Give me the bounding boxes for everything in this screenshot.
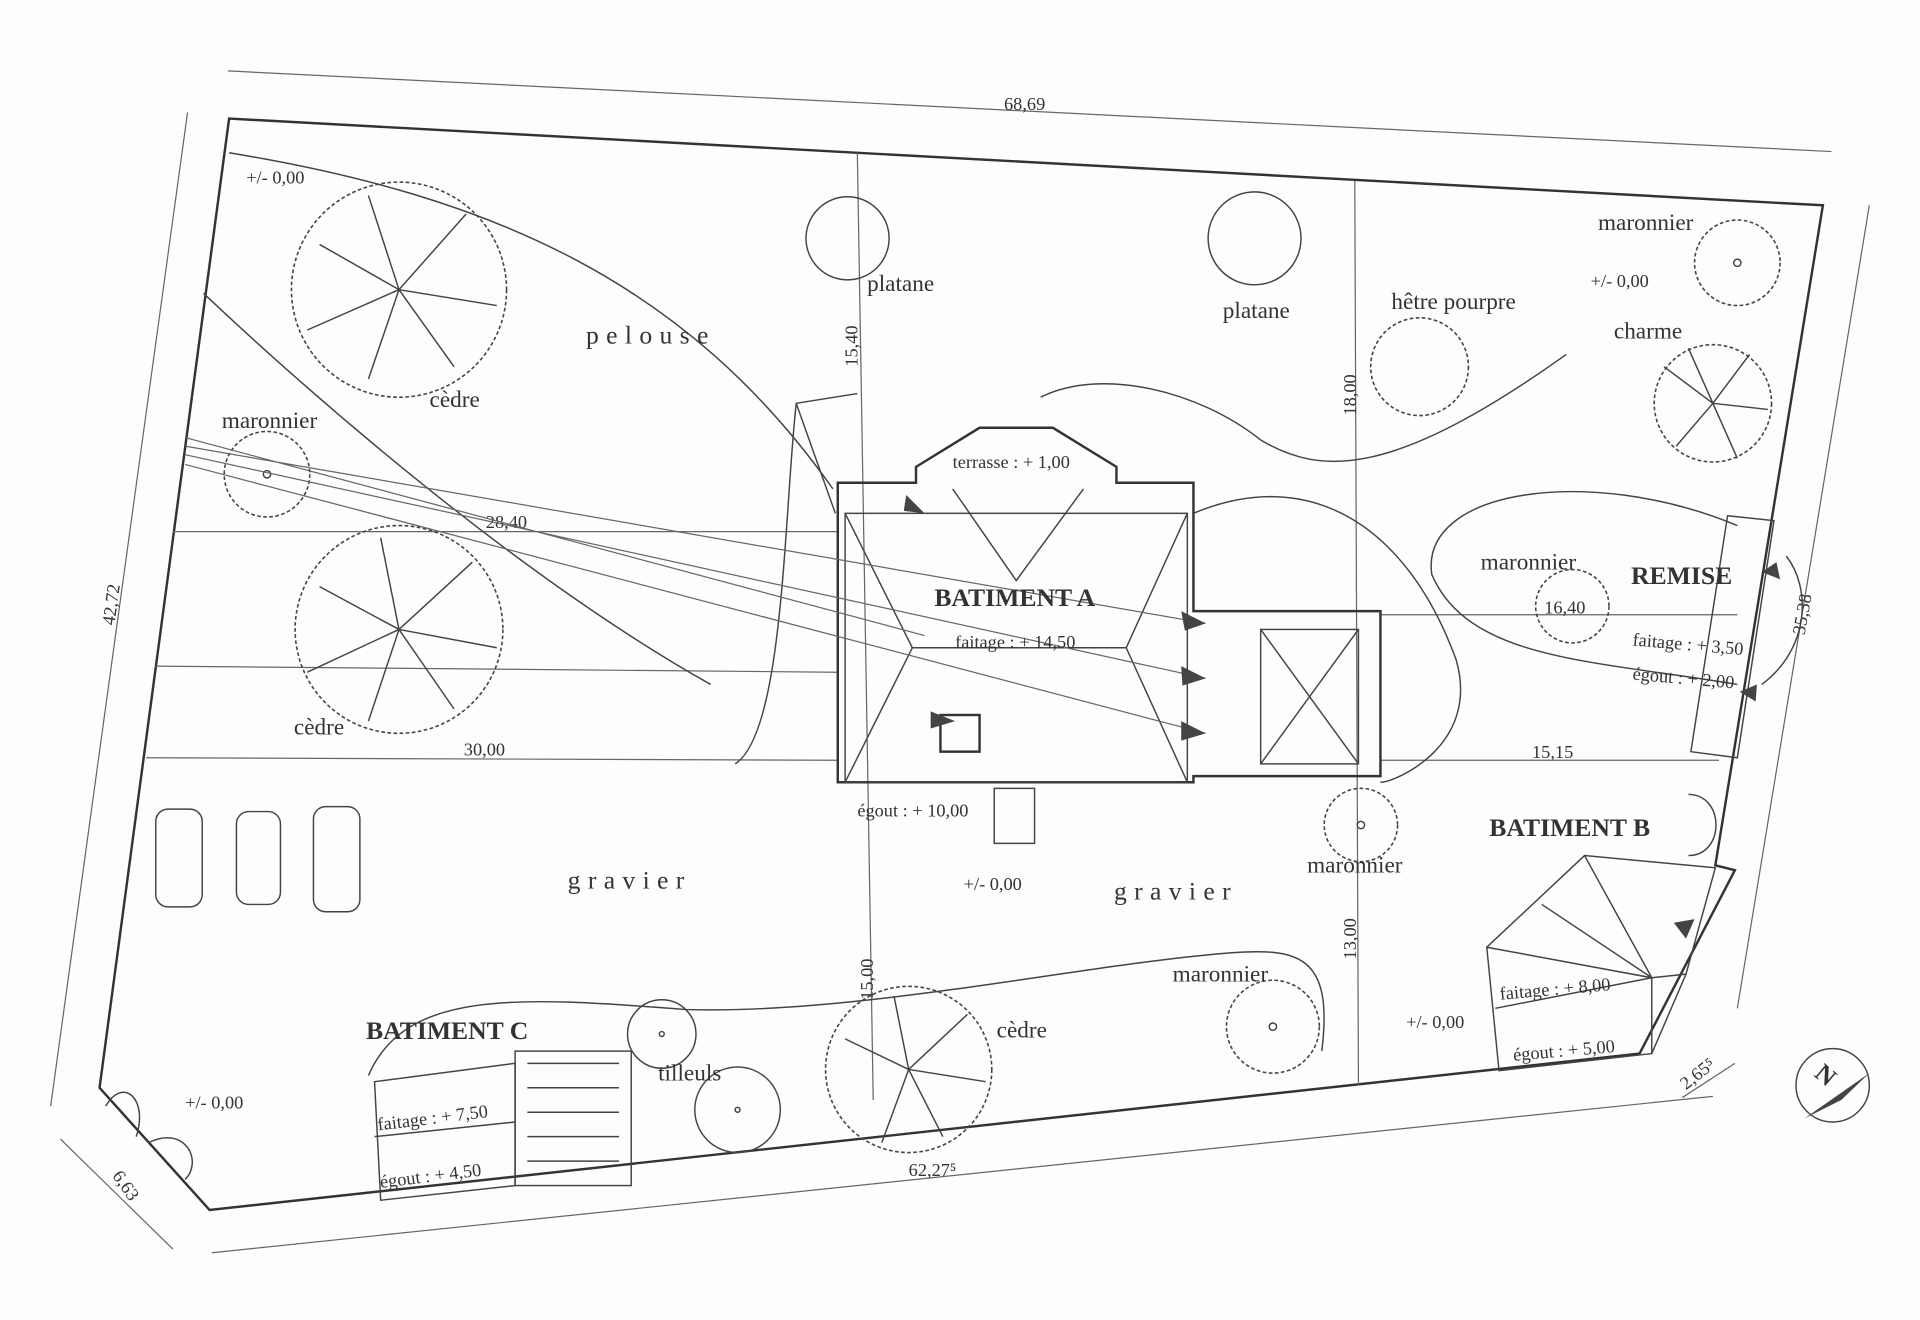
linden-tree-icon (694, 1066, 782, 1154)
chestnut-tree-icon (1323, 787, 1399, 863)
car-icon (312, 805, 361, 913)
tree-label: platane (867, 271, 934, 297)
remise-name: REMISE (1631, 561, 1732, 590)
building-b (1486, 793, 1717, 1072)
tree-label: cèdre (430, 387, 480, 413)
gravel-label: gravier (568, 866, 692, 895)
tree-label: maronnier (1481, 550, 1577, 576)
tree-label: cèdre (997, 1018, 1047, 1044)
level-top-left: +/- 0,00 (246, 167, 304, 187)
level-center: +/- 0,00 (964, 874, 1022, 894)
remise-egout: égout : + 2,00 (1632, 664, 1735, 693)
chestnut-tree-icon (1693, 219, 1781, 307)
trees (223, 181, 1781, 1154)
tree-label: maronnier (222, 408, 318, 434)
parked-cars (155, 805, 361, 913)
dim-13-00: 13,00 (1340, 918, 1360, 959)
building-c-egout: égout : + 4,50 (379, 1160, 483, 1192)
remise-building (1690, 514, 1803, 759)
cedar-tree-icon (290, 181, 508, 399)
building-b-egout: égout : + 5,00 (1512, 1036, 1615, 1065)
copper-beech-icon (1369, 316, 1470, 417)
chestnut-tree-icon (1225, 979, 1321, 1074)
level-bottom-left: +/- 0,00 (185, 1093, 243, 1113)
dim-corner-left: 6,63 (109, 1167, 144, 1205)
compass-label: N (1809, 1058, 1842, 1092)
tree-label: cèdre (294, 715, 344, 741)
level-bottom-right: +/- 0,00 (1406, 1012, 1464, 1032)
tree-label: tilleuls (658, 1060, 721, 1086)
car-icon (235, 810, 282, 906)
building-c-faitage: faitage : + 7,50 (376, 1101, 489, 1134)
building-c (105, 1050, 632, 1202)
plane-tree-icon (1207, 191, 1302, 286)
landscape-contours (202, 152, 1738, 1076)
building-b-name: BATIMENT B (1489, 813, 1650, 842)
building-a-faitage: faitage : + 14,50 (955, 632, 1075, 652)
building-a-name: BATIMENT A (934, 583, 1095, 612)
north-compass-icon: N (1795, 1047, 1871, 1123)
dim-15-15: 15,15 (1532, 742, 1573, 762)
car-icon (155, 808, 203, 908)
cedar-tree-icon (824, 985, 993, 1154)
dim-top: 68,69 (1004, 94, 1045, 114)
dim-15-40: 15,40 (841, 325, 861, 366)
dim-18-00: 18,00 (1340, 374, 1360, 415)
arrows (184, 436, 1206, 741)
tree-label: charme (1614, 319, 1682, 345)
building-a-egout: égout : + 10,00 (857, 800, 968, 820)
lawn-label: pelouse (586, 320, 716, 349)
cedar-tree-icon (294, 524, 504, 735)
dim-left: 42,72 (98, 583, 124, 627)
remise-faitage: faitage : + 3,50 (1632, 629, 1744, 659)
chestnut-tree-icon (223, 430, 311, 518)
property-boundary (98, 117, 1825, 1212)
linden-tree-icon (626, 999, 697, 1069)
gravel-label: gravier (1114, 877, 1238, 906)
building-b-faitage: faitage : + 8,00 (1499, 974, 1611, 1004)
tree-label: maronnier (1307, 853, 1403, 879)
dim-bottom: 62,27⁵ (909, 1160, 957, 1180)
tree-label: maronnier (1598, 210, 1694, 236)
tree-label: maronnier (1173, 961, 1269, 987)
dim-30-00: 30,00 (464, 739, 505, 759)
dimension-lines (50, 70, 1870, 1254)
level-top-right: +/- 0,00 (1591, 271, 1649, 291)
dim-15-00: 15,00 (857, 959, 877, 1000)
chestnut-tree-icon (1534, 568, 1610, 644)
tree-label: platane (1223, 298, 1290, 324)
building-c-name: BATIMENT C (366, 1016, 528, 1045)
hornbeam-tree-icon (1653, 343, 1773, 463)
building-a (836, 426, 1382, 845)
tree-label: hêtre pourpre (1391, 289, 1515, 315)
dim-16-40: 16,40 (1544, 598, 1585, 618)
terrasse-level: terrasse : + 1,00 (953, 452, 1070, 472)
plane-tree-icon (805, 196, 890, 281)
